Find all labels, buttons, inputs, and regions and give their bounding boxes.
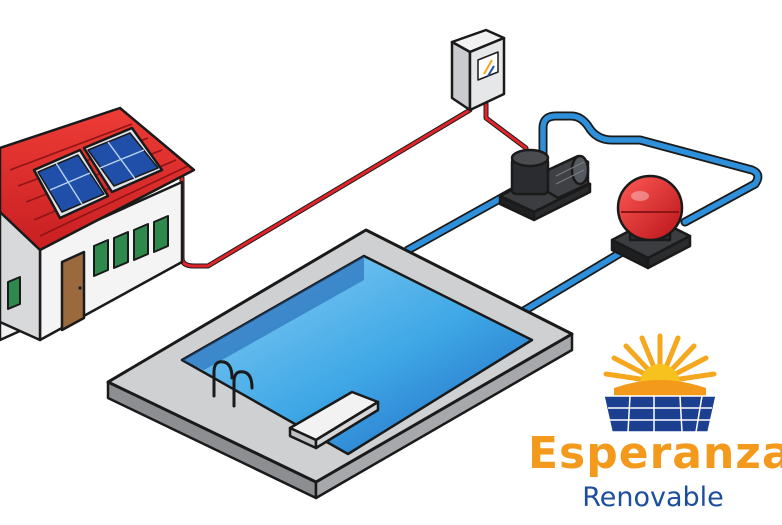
diving-board xyxy=(288,390,380,450)
control-box xyxy=(450,28,506,112)
swimming-pool xyxy=(106,228,574,500)
brand-name: Esperanza xyxy=(528,428,782,479)
esperanza-logo-mark xyxy=(603,333,717,433)
pool-ladder xyxy=(212,360,254,408)
pool-pump xyxy=(498,148,592,222)
brand-tagline: Renovable xyxy=(582,482,724,513)
water-pipes xyxy=(403,111,763,317)
solar-panels xyxy=(32,126,164,220)
sand-filter xyxy=(610,174,692,270)
